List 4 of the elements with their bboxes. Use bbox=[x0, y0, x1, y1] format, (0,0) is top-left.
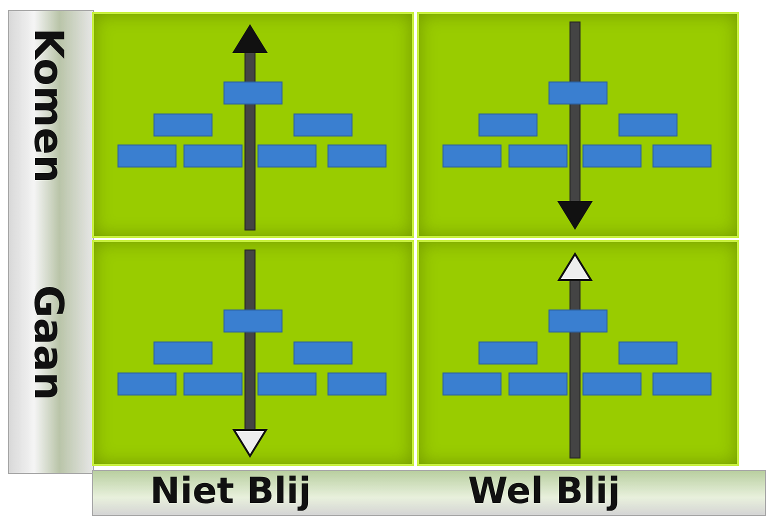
axis-label: Wel Blij bbox=[468, 474, 620, 510]
axis-label: Gaan bbox=[28, 285, 68, 400]
axis-label: Niet Blij bbox=[150, 474, 312, 510]
axis-label: Komen bbox=[28, 28, 68, 184]
